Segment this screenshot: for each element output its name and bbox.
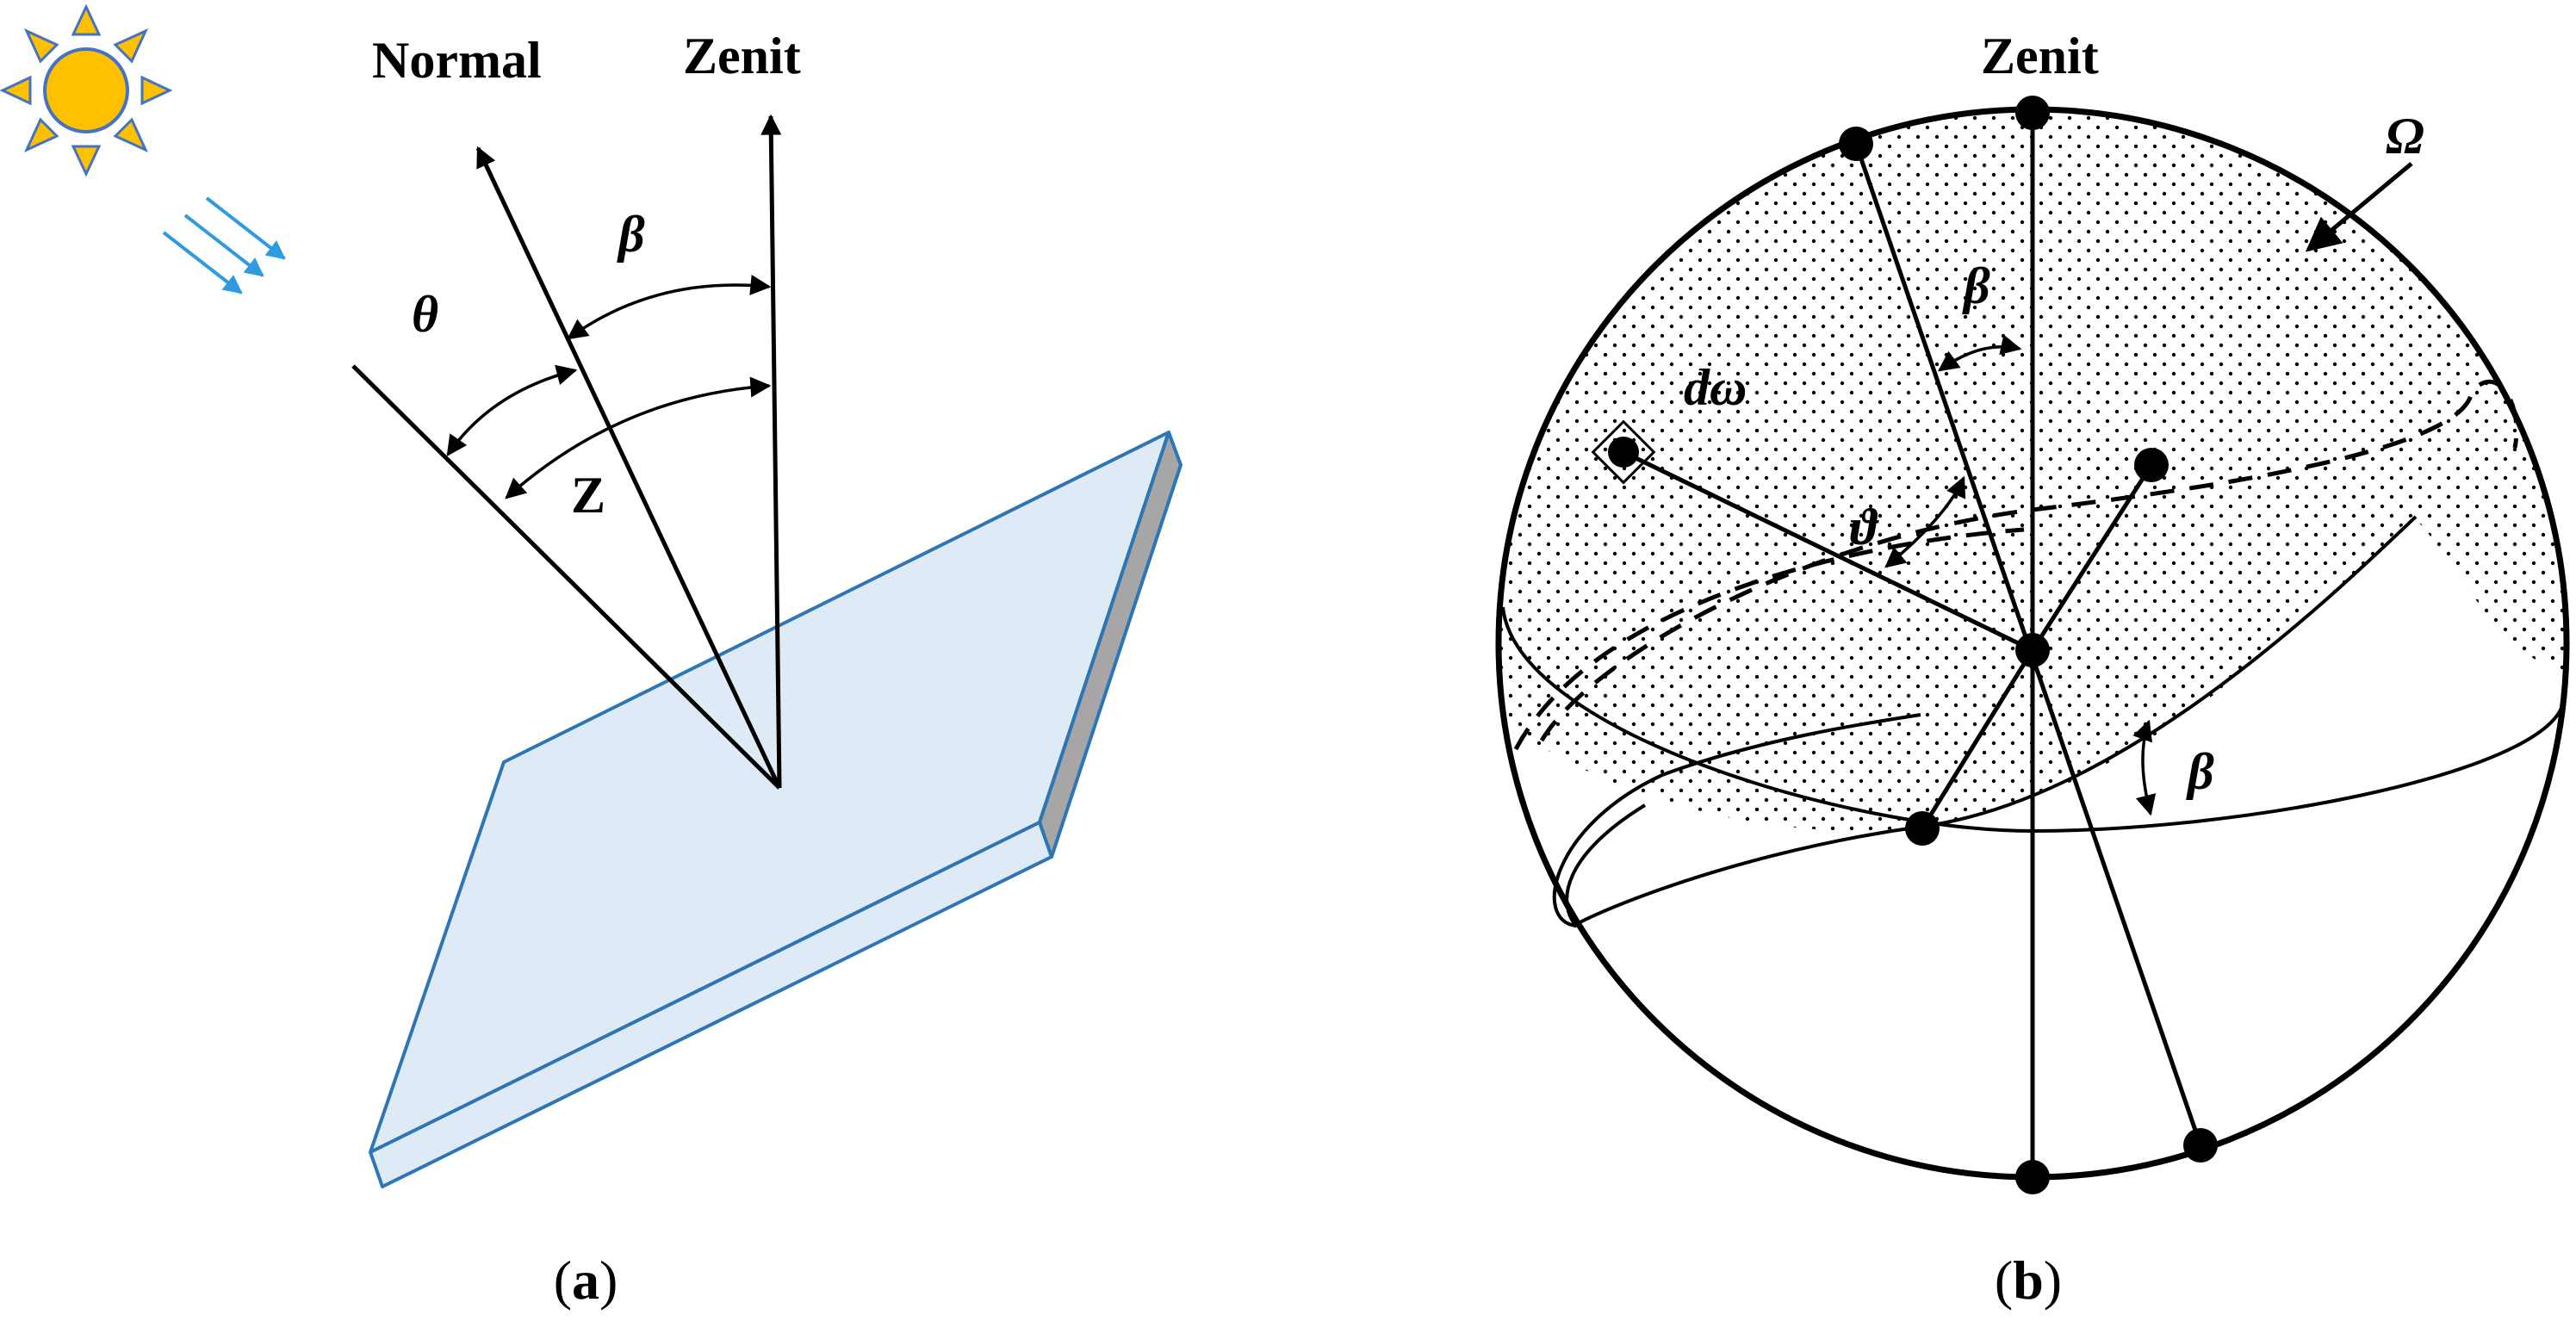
zenith-vector [760,114,782,789]
light-rays-icon [162,196,286,295]
omega-label: Ω [2386,108,2424,164]
z-arc [505,376,772,499]
beta-label-right: β [2186,743,2214,800]
sun-icon [0,3,173,177]
beta-label: β [617,206,645,263]
zenith-point [2015,96,2050,130]
sun-direction-line [351,364,781,790]
plane-radius-left [1920,648,2035,830]
vartheta-arc [1884,475,1966,568]
caption-a: (a) [554,1249,618,1311]
caption-b: (b) [1995,1249,2062,1311]
omega-pointer [2305,162,2413,252]
z-label: Z [571,467,605,524]
plane-point-left [1905,811,1940,846]
domega-square [1591,419,1656,485]
normal-point-bottom [2183,1128,2218,1163]
zenith-label: Zenit [683,28,801,84]
vartheta-label: ϑ [1850,499,1879,555]
normal-point-top [1839,127,1873,161]
theta-arc [446,364,578,456]
points [1608,96,2218,1194]
domega-line [1622,450,2034,653]
panel-front-face [369,821,1053,1188]
theta-label: θ [412,286,438,343]
beta-label-top: β [1962,257,1990,314]
tilted-plane-front [1552,515,2418,928]
beta-arc [567,274,772,340]
beta-arc-top [1938,334,2022,372]
tilted-panel [369,431,1182,1188]
center-point [2015,633,2050,667]
panel-a: Normal Zenit β θ Z (a) [0,3,1182,1311]
domega-point [1608,437,1639,468]
angle-arcs-b [1884,334,2157,816]
zenith-label-b: Zenit [1981,28,2099,84]
angle-arcs [446,274,772,499]
tilted-plane-back [1539,379,2519,742]
beta-arc-right [2132,719,2157,816]
panel-b: Zenit Ω dω β ϑ β (b) [1495,28,2570,1311]
plane-radius-right [2030,463,2154,652]
plane-point-right [2134,448,2169,482]
domega-label: dω [1684,359,1747,416]
normal-label: Normal [372,32,542,89]
tilted-plane-lower [1565,803,1647,927]
nadir-point [2015,1160,2050,1194]
